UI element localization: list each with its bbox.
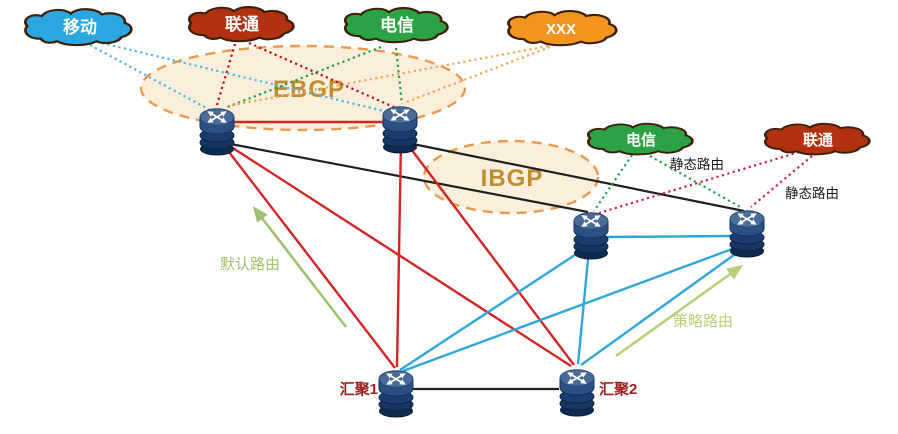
route-arrows [252, 206, 743, 358]
router-dist-right [730, 211, 764, 257]
router-aggregation1 [379, 371, 413, 417]
router-aggregation2 [560, 370, 594, 416]
cloud-unicom-top-label: 联通 [225, 15, 259, 34]
telecom-right-links [593, 154, 743, 212]
cloud-mobile-label: 移动 [63, 17, 97, 37]
cloud-unicom-right-label: 联通 [803, 132, 833, 149]
link-core-left-dist-left [219, 140, 589, 214]
static-route-label-bottom: 静态路由 [785, 186, 839, 201]
uplink-xxx-core-right [403, 45, 551, 105]
link-dist-right-agg1 [402, 243, 744, 373]
isp-clouds: 移动 联通 电信 XXX 电信 联通 [24, 5, 871, 156]
link-core-right-agg1 [395, 139, 403, 368]
default-route-label: 默认路由 [220, 256, 280, 273]
static-unicom-dist-right [750, 155, 813, 208]
static-telecom-dist-left [593, 154, 633, 212]
link-core-left-agg2 [221, 139, 572, 368]
aggregation2-label: 汇聚2 [599, 381, 637, 398]
annotations: 静态路由 静态路由 默认路由 策略路由 汇聚1 汇聚2 [220, 157, 839, 398]
cloud-telecom-right-label: 电信 [626, 131, 656, 149]
unicom-right-links [598, 150, 813, 215]
router-core-right [383, 107, 417, 153]
link-dist-left-agg2 [576, 248, 591, 365]
link-core-right-agg2 [404, 140, 575, 366]
uplink-unicom-core-right [248, 41, 397, 110]
blue-links [399, 234, 746, 373]
mobile-uplinks [89, 41, 389, 114]
static-unicom-dist-left [598, 150, 800, 215]
uplink-mobile-core-left [89, 44, 213, 112]
uplink-xxx-core-left [227, 44, 549, 108]
link-core-right-dist-right [402, 140, 745, 213]
xxx-uplinks [227, 44, 551, 108]
static-route-label-top: 静态路由 [670, 157, 724, 172]
static-telecom-dist-right [649, 155, 743, 209]
router-core-left [200, 109, 234, 155]
default-route-arrow [252, 206, 348, 328]
router-dist-left [574, 213, 608, 259]
link-dist-left-dist-right [605, 234, 732, 239]
policy-route-label: 策略路由 [673, 313, 733, 330]
link-dist-left-agg1 [399, 245, 588, 372]
telecom-top-uplinks [224, 45, 404, 110]
aggregation1-label: 汇聚1 [340, 381, 378, 398]
uplink-mobile-core-right [101, 41, 389, 114]
ibgp-zone-label: IBGP [481, 165, 544, 192]
policy-route-arrow [615, 265, 743, 358]
link-dist-right-agg2 [580, 246, 746, 366]
link-core-left-agg1 [218, 138, 396, 369]
unicom-top-uplinks [215, 41, 397, 110]
black-links [219, 140, 745, 391]
cloud-xxx-label: XXX [546, 21, 576, 38]
cloud-telecom-top-label: 电信 [380, 15, 414, 35]
ibgp-zone-ellipse [422, 139, 600, 215]
uplink-telecom-core-right [394, 47, 404, 105]
ebgp-zone-label: EBGP [273, 76, 345, 103]
red-links [218, 120, 575, 369]
